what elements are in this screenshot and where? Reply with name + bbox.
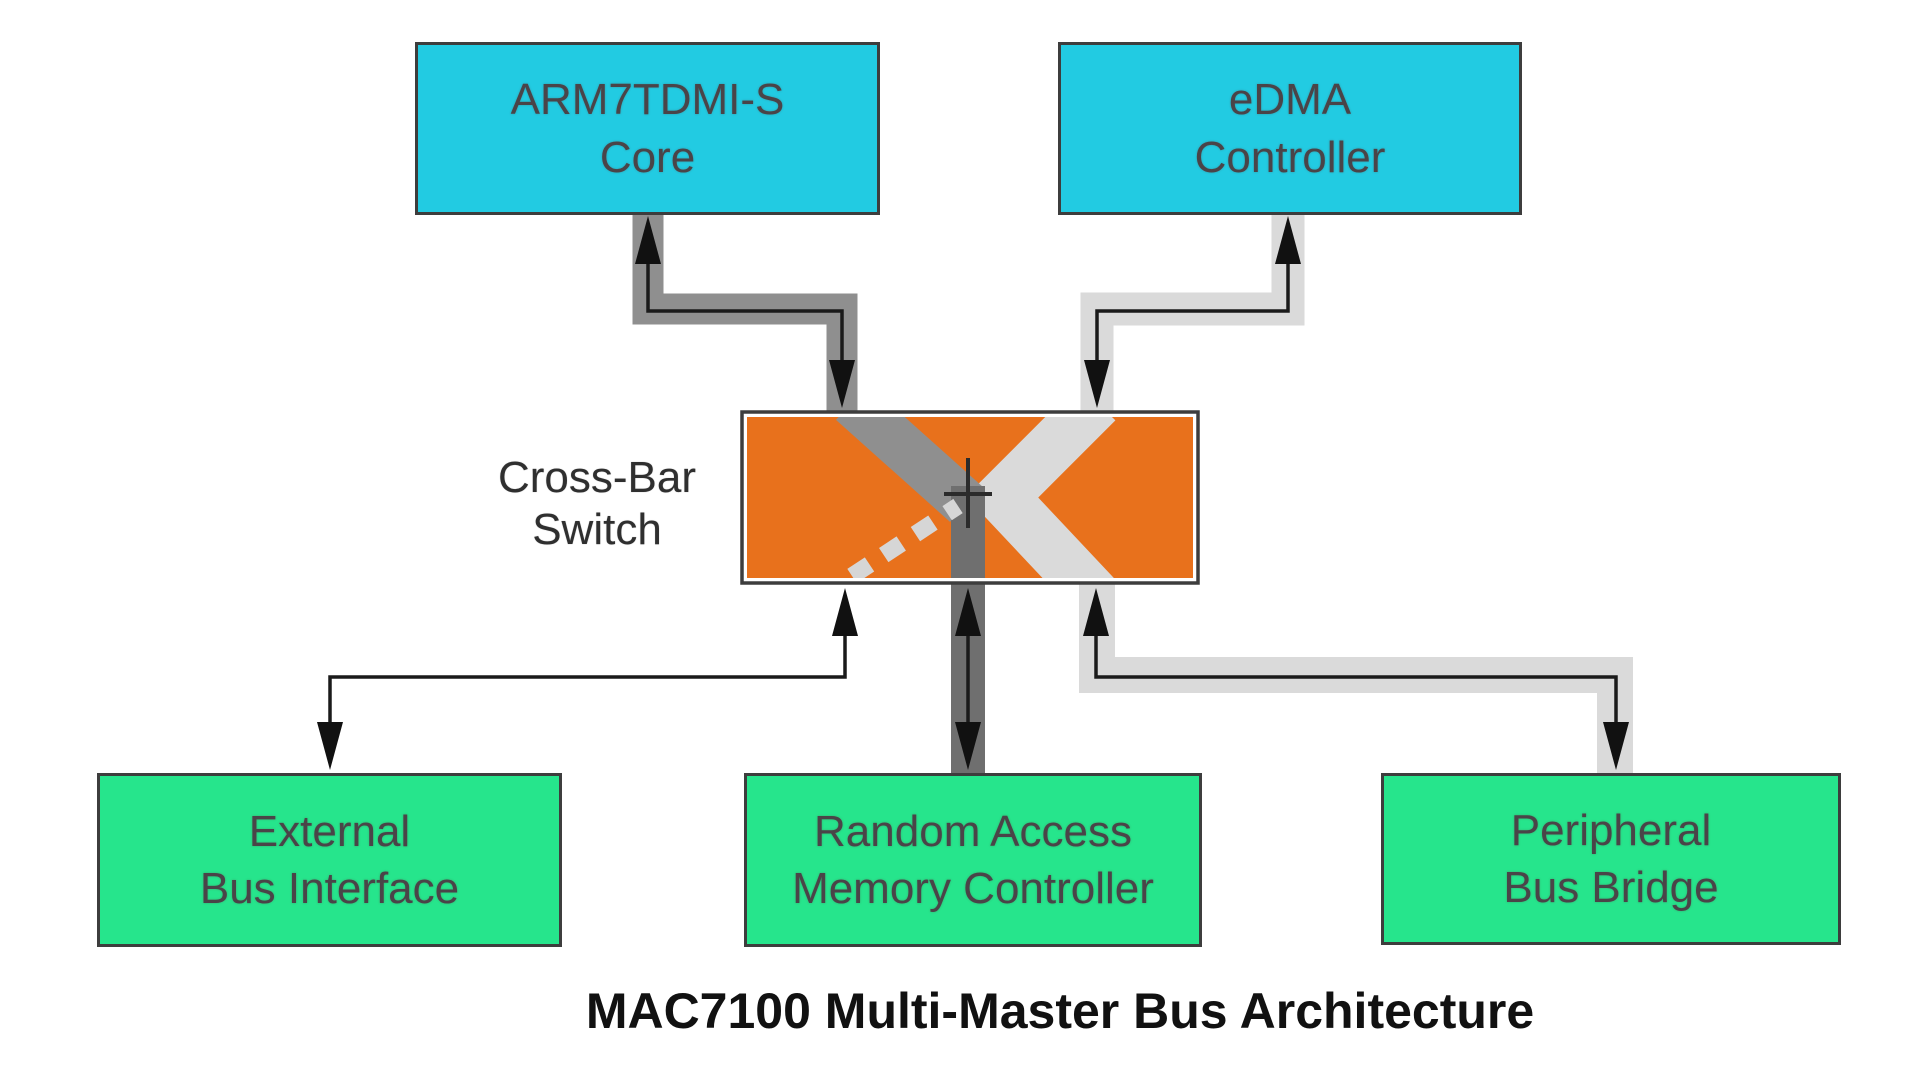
crossbar-artwork	[740, 410, 1200, 585]
crossbar-dark-diagonal	[835, 417, 983, 522]
node-label-line1: External	[248, 806, 411, 856]
crossbar-border	[740, 410, 1200, 585]
crossbar-label-line2: Switch	[532, 504, 662, 554]
arrow-up-into-arm-icon	[635, 216, 661, 264]
node-arm7tdmi-core: ARM7TDMI-S Core	[415, 42, 880, 215]
arrow-up-into-xbar-icon	[955, 588, 981, 636]
edma-xbar-bus	[1080, 212, 1305, 414]
edma-xbar-bus-band	[1080, 212, 1305, 414]
diagram-title: MAC7100 Multi-Master Bus Architecture	[585, 983, 1535, 1039]
node-peripheral-bus-bridge: Peripheral Bus Bridge	[1381, 773, 1841, 945]
node-label-line2: Bus Interface	[199, 864, 460, 913]
arrow-down-into-ebi-icon	[317, 722, 343, 770]
node-ram-controller: Random Access Memory Controller	[744, 773, 1202, 947]
xbar-ebi-wire	[328, 636, 847, 724]
crossbar-light-path	[965, 417, 1116, 578]
node-label-line2: Memory Controller	[792, 864, 1154, 913]
arm-xbar-bus-wire	[646, 262, 844, 362]
xbar-pbb-bus-wire	[1094, 636, 1618, 724]
node-label-line1: Peripheral	[1510, 805, 1712, 855]
crossbar-switch-label: Cross-Bar Switch	[447, 452, 747, 556]
node-label-line1: ARM7TDMI-S	[510, 75, 785, 125]
xbar-ram-bus	[951, 580, 985, 777]
arrow-down-into-xbar-icon	[1084, 360, 1110, 408]
node-crossbar-switch	[740, 410, 1200, 585]
arm-xbar-bus-band	[632, 212, 858, 414]
node-external-bus-interface: External Bus Interface	[97, 773, 562, 947]
arrow-down-into-ram-icon	[955, 722, 981, 770]
edma-xbar-bus-wire	[1095, 262, 1290, 362]
node-label-line1: Random Access	[814, 806, 1132, 856]
arrow-up-into-edma-icon	[1275, 216, 1301, 264]
node-label-line2: Bus Bridge	[1503, 863, 1719, 912]
arrow-up-into-xbar-icon	[832, 588, 858, 636]
crossbar-label-line1: Cross-Bar	[497, 453, 697, 502]
node-label-line2: Controller	[1194, 132, 1386, 182]
arrow-down-into-xbar-icon	[829, 360, 855, 408]
arm-xbar-bus	[632, 212, 858, 414]
node-label-line2: Core	[599, 132, 696, 182]
arrow-down-into-pbb-icon	[1603, 722, 1629, 770]
arrow-up-into-xbar-icon	[1083, 588, 1109, 636]
node-edma-controller: eDMA Controller	[1058, 42, 1522, 215]
xbar-ebi-link	[317, 588, 858, 770]
xbar-pbb-bus	[1079, 580, 1633, 777]
node-label-line1: eDMA	[1228, 75, 1352, 125]
